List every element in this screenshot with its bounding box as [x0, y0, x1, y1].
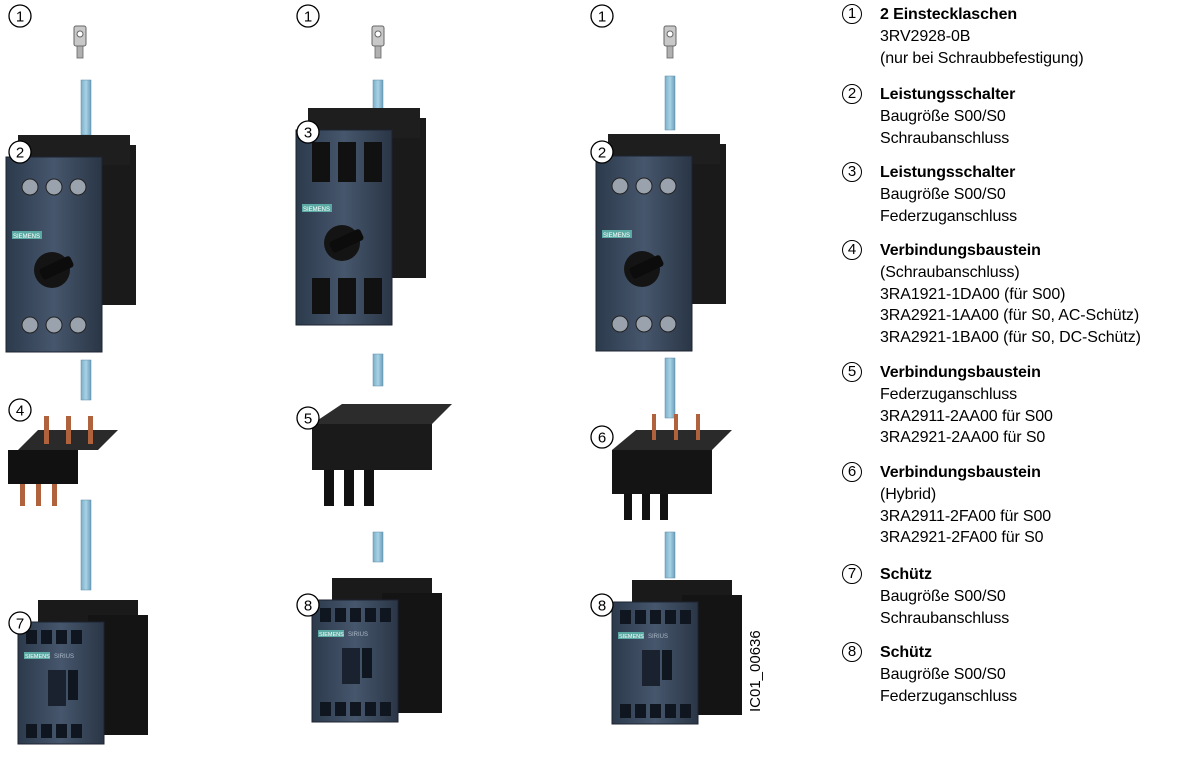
circuit-breaker-spring-icon: SIEMENS [295, 108, 426, 326]
legend-entry-line: (nur bei Schraubbefestigung) [880, 49, 1084, 67]
legend-entry-line: 3RA2911-2AA00 für S00 [880, 407, 1053, 425]
callout-number-badge [296, 120, 320, 144]
device-brand-label: SIEMENS [603, 233, 630, 239]
callout-number: 1 [16, 9, 24, 26]
callout-number: 1 [304, 9, 312, 26]
mounting-bar [80, 499, 92, 591]
legend-entry-title: 2 Einstecklaschen [880, 6, 1018, 23]
mounting-bar [80, 79, 92, 136]
legend-entry-line: Schraubanschluss [880, 129, 1010, 147]
legend-entry-line: (Hybrid) [880, 485, 937, 503]
legend-entry-line: Federzuganschluss [880, 385, 1018, 403]
callout-number: 2 [598, 145, 606, 162]
callout-number-badge [590, 425, 614, 449]
mounting-bar [664, 75, 676, 131]
mounting-bar [372, 353, 384, 387]
legend-entry-line: Schraubanschluss [880, 609, 1010, 627]
mounting-bar [664, 531, 676, 579]
callout-number: 2 [16, 145, 24, 162]
callout-number-badge [8, 398, 32, 422]
mounting-bar [664, 357, 676, 419]
legend-number-badge: 4 [842, 240, 862, 260]
legend-entry-line: Baugröße S00/S0 [880, 665, 1006, 683]
legend-entry-line: 3RA2921-2AA00 für S0 [880, 429, 1046, 447]
callout-number: 4 [16, 403, 24, 420]
plug-in-tab-icon [371, 25, 385, 59]
connecting-module-spring-icon [312, 404, 452, 506]
legend-entry-line: 3RA1921-1DA00 (für S00) [880, 285, 1066, 303]
legend-number-badge: 8 [842, 642, 862, 662]
legend-number-badge: 3 [842, 162, 862, 182]
connecting-module-screw-icon [8, 416, 118, 506]
callout-number: 1 [598, 9, 606, 26]
callout-number-badge [296, 593, 320, 617]
callout-number-badge [296, 406, 320, 430]
legend-entry-line: Baugröße S00/S0 [880, 185, 1006, 203]
legend-entry-title: Verbindungsbaustein [880, 464, 1041, 481]
legend-entry-line: 3RA2921-1AA00 (für S0, AC-Schütz) [880, 307, 1140, 325]
callout-number-badge [296, 4, 320, 28]
legend-entry-line: 3RA2921-1BA00 (für S0, DC-Schütz) [880, 329, 1141, 347]
device-brand-label: SIEMENS [303, 207, 330, 213]
callout-number-badge [590, 140, 614, 164]
device-brand-label: SIRIUS [648, 634, 668, 640]
legend-entry-line: Federzuganschluss [880, 207, 1018, 225]
callout-number-badge [8, 4, 32, 28]
callout-number-badge [590, 593, 614, 617]
callout-number: 5 [304, 411, 312, 428]
contactor-spring-icon: SIEMENS SIRIUS [311, 578, 442, 723]
circuit-breaker-screw-icon: SIEMENS [5, 135, 136, 353]
device-brand-label: SIEMENS [619, 634, 644, 640]
device-brand-label: SIEMENS [319, 632, 344, 638]
legend-entry-title: Schütz [880, 566, 932, 583]
mounting-bar [372, 531, 384, 563]
device-brand-label: SIEMENS [13, 234, 40, 240]
callout-number: 3 [304, 125, 312, 142]
legend-entry-title: Verbindungsbaustein [880, 364, 1041, 381]
legend-entry-title: Verbindungsbaustein [880, 242, 1041, 259]
legend-entry-line: Baugröße S00/S0 [880, 107, 1006, 125]
legend-entry-line: 3RA2911-2FA00 für S00 [880, 507, 1052, 525]
legend-entry-line: 3RV2928-0B [880, 27, 971, 45]
circuit-breaker-screw-icon: SIEMENS [595, 134, 726, 352]
connecting-module-hybrid-icon [612, 414, 732, 520]
legend-entry-title: Leistungsschalter [880, 86, 1016, 103]
contactor-screw-icon: SIEMENS SIRIUS [17, 600, 148, 745]
callout-number-badge [8, 611, 32, 635]
mounting-bar [372, 79, 384, 113]
legend-entry-title: Leistungsschalter [880, 164, 1016, 181]
legend-number-badge: 5 [842, 362, 862, 382]
callout-number: 7 [16, 616, 24, 633]
legend-entry-title: Schütz [880, 644, 932, 661]
legend-number-badge: 6 [842, 462, 862, 482]
plug-in-tab-icon [663, 25, 677, 59]
legend-entry-line: 3RA2921-2FA00 für S0 [880, 529, 1044, 547]
contactor-spring-icon: SIEMENS SIRIUS [611, 580, 742, 725]
mounting-bar [80, 359, 92, 401]
plug-in-tab-icon [73, 25, 87, 59]
device-brand-label: SIRIUS [54, 654, 74, 660]
legend-entry-line: Baugröße S00/S0 [880, 587, 1006, 605]
legend-entry-line: Federzuganschluss [880, 687, 1018, 705]
callout-number-badge [590, 4, 614, 28]
callout-number: 8 [598, 598, 606, 615]
figure-reference: IC01_00636 [747, 630, 764, 712]
legend-number-badge: 2 [842, 84, 862, 104]
callout-number: 8 [304, 598, 312, 615]
callout-number-badge [8, 140, 32, 164]
callout-number: 6 [598, 430, 606, 447]
device-brand-label: SIRIUS [348, 632, 368, 638]
legend-number-badge: 7 [842, 564, 862, 584]
legend-number-badge: 1 [842, 4, 862, 24]
legend-entry-line: (Schraubanschluss) [880, 263, 1020, 281]
device-brand-label: SIEMENS [25, 654, 50, 660]
